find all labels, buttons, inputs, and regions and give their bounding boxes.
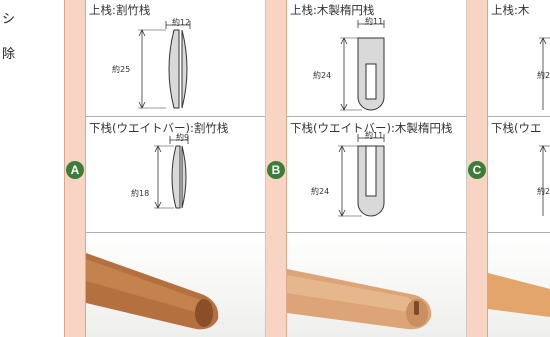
- side-text-1: シ: [2, 12, 16, 27]
- split-bamboo-photo-shape: [86, 253, 219, 330]
- panel-b-bottom-label: 下栈(ウエイトバー):木製楕円栈: [290, 121, 453, 135]
- panel-a-bottom-width-dim: 約9: [176, 133, 190, 142]
- panel-a: 上栈:割竹栈 約12 約25 下栈(ウエイトバー):割竹栈 約9 約18: [86, 0, 266, 337]
- panel-c-photo-shape: [488, 273, 550, 317]
- panel-c-top-height-dim: 約2: [537, 71, 550, 80]
- oval-wood-top-section: [340, 20, 385, 111]
- oval-wood-bottom-section: [338, 134, 385, 217]
- badge-b: B: [267, 161, 285, 179]
- panel-c-divider-2: [488, 232, 550, 233]
- badge-c: C: [468, 161, 486, 179]
- panel-c: 上栈:木 約2 下栈(ウエ 約2: [488, 0, 550, 337]
- panel-b-top-label: 上栈:木製楕円栈: [290, 3, 375, 17]
- panel-b-top-width-dim: 約11: [365, 17, 384, 26]
- panel-a-divider-2: [86, 232, 265, 233]
- panel-c-bottom-height-dim: 約2: [537, 187, 550, 196]
- oval-wood-photo-shape: [287, 269, 432, 330]
- split-bamboo-bottom-section: [154, 136, 189, 209]
- side-text-2: 除: [2, 47, 16, 62]
- panel-a-bottom-height-dim: 約18: [131, 189, 150, 198]
- panel-a-bottom-label: 下栈(ウエイトバー):割竹栈: [89, 121, 229, 135]
- panel-c-bottom-section: [539, 145, 550, 216]
- badge-a: A: [66, 161, 84, 179]
- panel-a-divider-1: [86, 116, 265, 117]
- panel-b-bottom-height-dim: 約24: [311, 187, 330, 196]
- panel-c-top-section: [539, 37, 550, 110]
- panel-c-top-label: 上栈:木: [491, 3, 530, 17]
- panel-c-photo: [488, 233, 550, 337]
- oval-wood-photo: [287, 233, 466, 337]
- panel-a-top-label: 上栈:割竹栈: [89, 3, 151, 17]
- panel-b: 上栈:木製楕円栈 約11 約24 下栈(ウエイトバー):木製楕円栈 約11 約2…: [287, 0, 467, 337]
- panel-c-bottom-label: 下栈(ウエ: [491, 121, 542, 135]
- panel-c-divider-1: [488, 116, 550, 117]
- panel-b-top-height-dim: 約24: [313, 71, 332, 80]
- panel-a-top-width-dim: 約12: [172, 18, 191, 27]
- split-bamboo-top-section: [138, 21, 191, 109]
- panel-b-bottom-width-dim: 約11: [365, 131, 384, 140]
- split-bamboo-photo: [86, 233, 265, 337]
- panel-b-divider-1: [287, 116, 466, 117]
- panel-a-top-height-dim: 約25: [112, 65, 131, 74]
- panel-b-divider-2: [287, 232, 466, 233]
